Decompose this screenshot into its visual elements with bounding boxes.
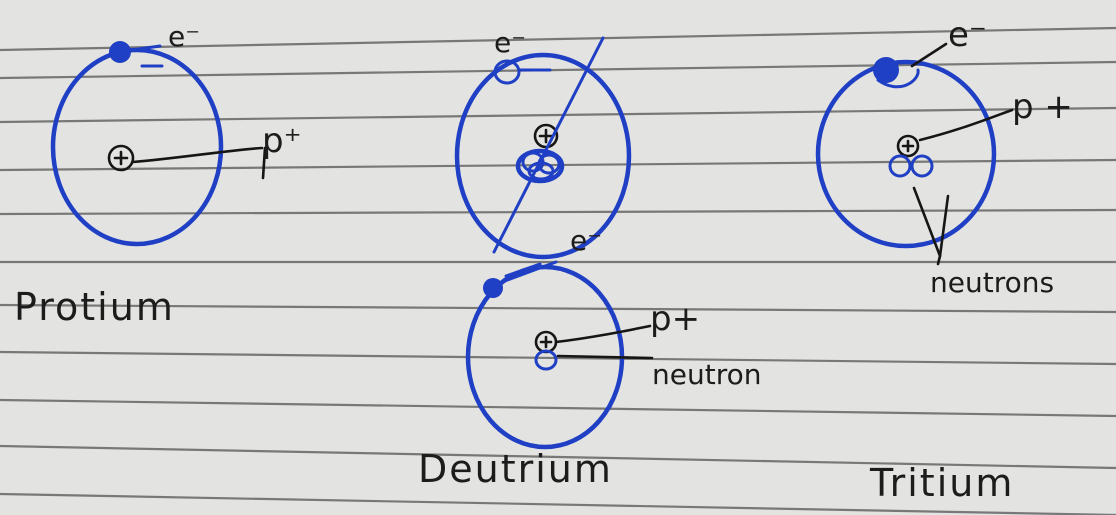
tritium-proton [896,134,920,158]
tritium-electron-pointer [910,42,948,68]
deuterium-proton-label: p+ [650,299,700,339]
tritium-neutrons [888,154,934,178]
deuterium-name: Deutrium [418,447,613,491]
tritium-orbit [815,59,997,249]
tritium-name: Tritium [869,461,1014,505]
deuterium-electron-label: e⁻ [570,224,602,257]
protium-name: Protium [14,285,175,329]
protium-orbit [50,47,224,247]
protium-proton [107,144,135,172]
crossed-atom-orbit [454,52,632,260]
deuterium-electron [483,260,558,298]
deuterium-neutron [534,349,558,371]
tritium-proton-label: p + [1012,87,1073,127]
deuterium-proton-pointer [554,324,652,344]
tritium-atom: e⁻ p + neutrons Tritium [815,15,1073,505]
tritium-electron [873,57,920,89]
ruled-lines [0,26,1116,515]
protium-electron [109,41,164,68]
protium-proton-pointer [131,146,264,164]
deuterium-neutron-pointer [556,354,654,360]
deuterium-atom: e⁻ p+ neutron Deutrium [418,224,761,491]
crossed-out-atom: e⁻ [454,26,632,260]
crossed-atom-nucleus [515,123,565,184]
deuterium-neutron-label: neutron [652,358,761,391]
deuterium-proton [534,330,558,354]
protium-proton-label: p⁺ [262,121,302,161]
protium-atom: e⁻ p⁺ Protium [14,20,302,329]
crossed-atom-electron [493,59,552,85]
crossed-atom-electron-label: e⁻ [494,26,526,59]
cross-out-stroke [492,36,605,254]
tritium-proton-pointer [918,108,1014,142]
tritium-neutrons-label: neutrons [930,266,1054,299]
tritium-electron-label: e⁻ [948,15,987,55]
protium-electron-label: e⁻ [168,20,200,53]
